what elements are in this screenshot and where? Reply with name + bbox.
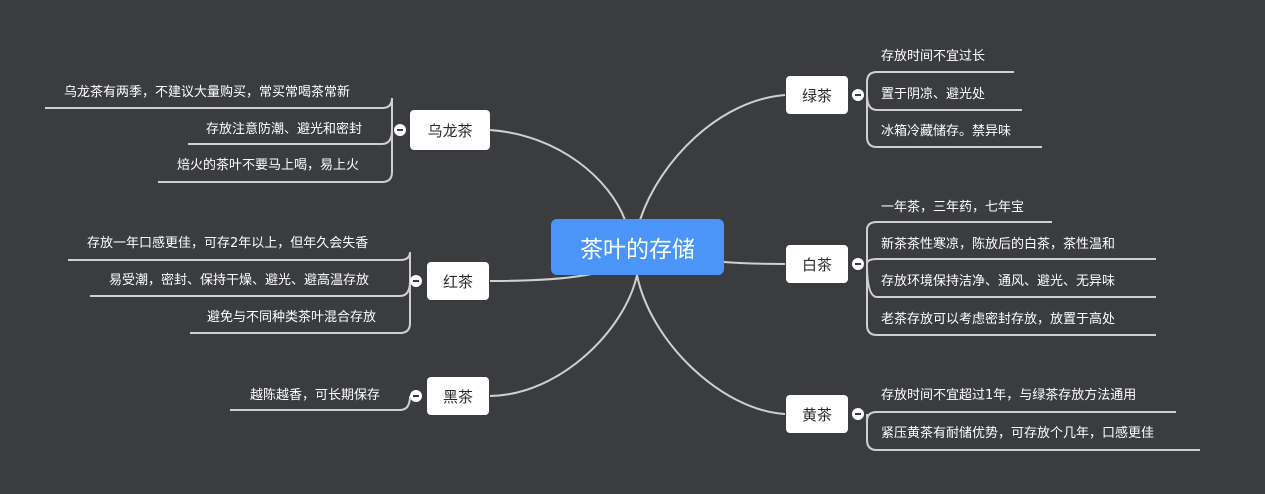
leaf-bai-3[interactable]: 存放环境保持洁净、通风、避光、无异味 <box>881 274 1116 289</box>
link-huang <box>636 274 786 415</box>
leaf-bai-1[interactable]: 一年茶，三年药，七年宝 <box>881 200 1025 215</box>
topic-lv[interactable]: 绿茶 <box>786 76 848 114</box>
topic-huang[interactable]: 黄茶 <box>786 395 848 433</box>
link-lv <box>639 94 786 221</box>
leaf-wulong-1[interactable]: 乌龙茶有两季，不建议大量购买，常买常喝茶常新 <box>64 85 351 100</box>
central-topic[interactable]: 茶叶的存储 <box>551 219 724 275</box>
collapse-toggle-huang[interactable] <box>852 408 864 420</box>
collapse-toggle-bai[interactable] <box>852 258 864 270</box>
leaf-lv-2[interactable]: 置于阴凉、避光处 <box>881 87 986 102</box>
leaf-hong-3[interactable]: 避免与不同种类茶叶混合存放 <box>207 310 377 325</box>
link-bai <box>723 261 786 265</box>
leaf-wulong-2[interactable]: 存放注意防潮、避光和密封 <box>206 122 363 137</box>
leaf-wulong-3[interactable]: 焙火的茶叶不要马上喝，易上火 <box>177 158 360 173</box>
leaf-lv-3[interactable]: 冰箱冷藏储存。禁异味 <box>881 124 1012 139</box>
topic-bai[interactable]: 白茶 <box>786 245 848 283</box>
collapse-toggle-hei[interactable] <box>410 390 422 402</box>
leaf-huang-1[interactable]: 存放时间不宜超过1年，与绿茶存放方法通用 <box>881 388 1137 403</box>
topic-hong[interactable]: 红茶 <box>427 262 489 300</box>
leaf-hong-1[interactable]: 存放一年口感更佳，可存2年以上，但年久会失香 <box>87 236 369 251</box>
link-wulong <box>489 129 626 221</box>
topic-wulong[interactable]: 乌龙茶 <box>410 110 490 150</box>
leaf-bai-2[interactable]: 新茶茶性寒凉，陈放后的白茶，茶性温和 <box>881 237 1116 252</box>
collapse-toggle-lv[interactable] <box>852 89 864 101</box>
topic-hei[interactable]: 黑茶 <box>427 377 489 415</box>
leaf-lv-1[interactable]: 存放时间不宜过长 <box>881 49 986 64</box>
leaf-hei-1[interactable]: 越陈越香，可长期保存 <box>250 388 381 403</box>
link-hei <box>489 274 638 397</box>
collapse-toggle-wulong[interactable] <box>394 124 406 136</box>
leaf-hong-2[interactable]: 易受潮，密封、保持干燥、避光、避高温存放 <box>109 273 370 288</box>
collapse-toggle-hong[interactable] <box>410 275 422 287</box>
leaf-huang-2[interactable]: 紧压黄茶有耐储优势，可存放个几年，口感更佳 <box>881 426 1155 441</box>
leaf-bai-4[interactable]: 老茶存放可以考虑密封存放，放置于高处 <box>881 312 1116 327</box>
